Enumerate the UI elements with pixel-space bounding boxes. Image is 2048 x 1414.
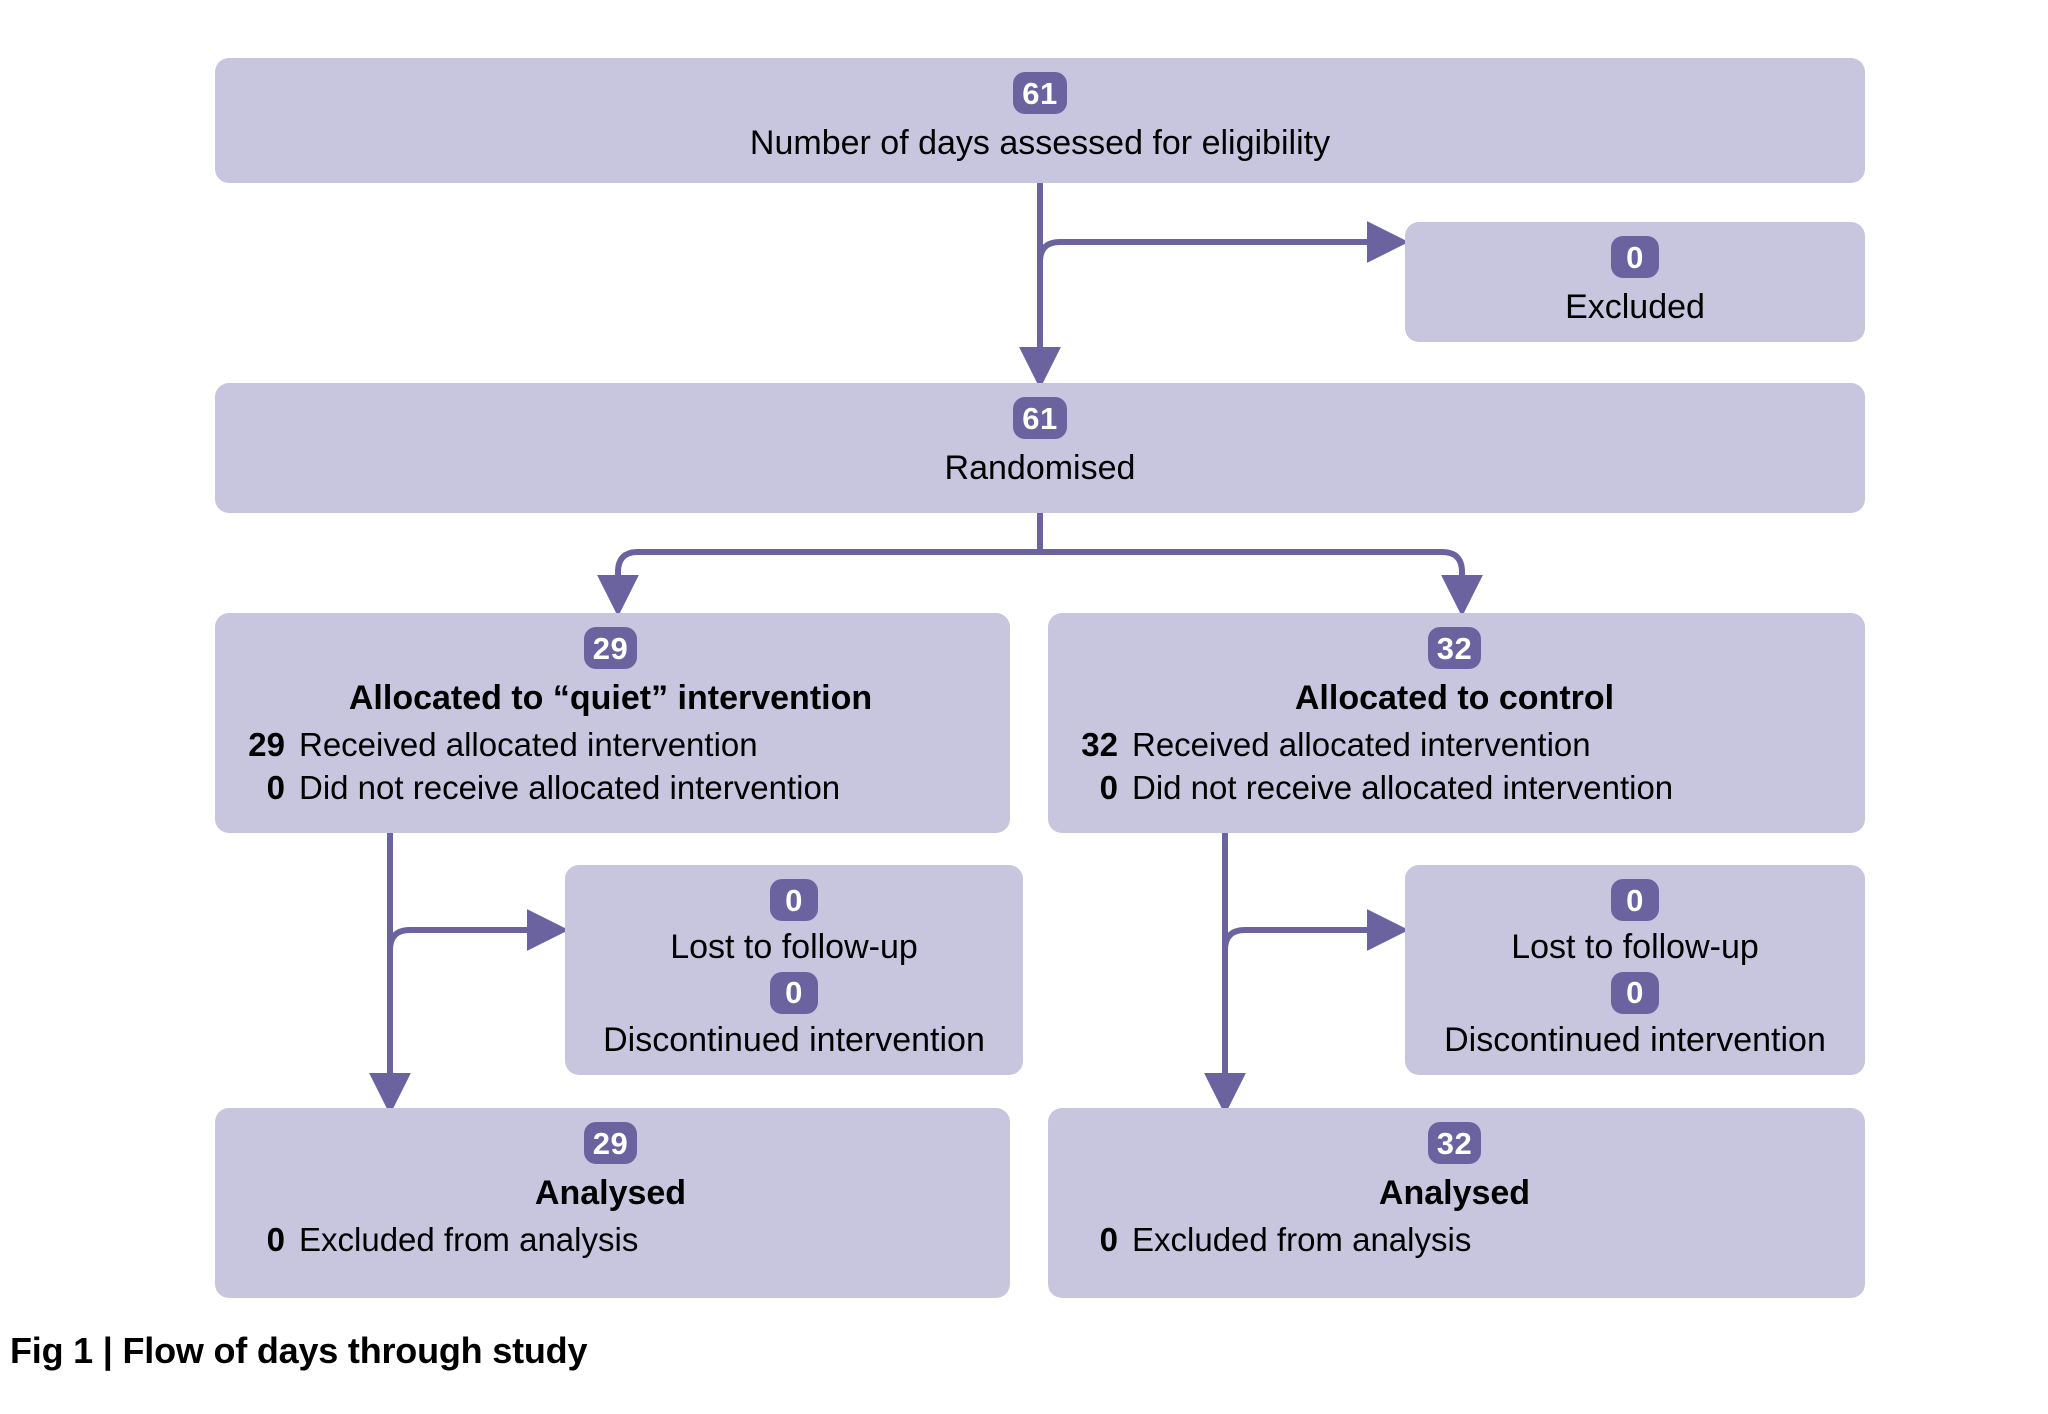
badge-wrap: 0 (1427, 236, 1843, 278)
node-title: Allocated to “quiet” intervention (348, 679, 873, 717)
badge-wrap: 32 (1066, 1122, 1843, 1164)
detail-row: 0 Did not receive allocated intervention (1066, 767, 1674, 810)
detail-row: 29 Received allocated intervention (233, 724, 758, 767)
detail-count: 32 (1081, 726, 1118, 764)
node-title: Randomised (944, 449, 1136, 487)
followup-label: Lost to follow-up (670, 928, 918, 966)
detail-list: 32 Received allocated intervention 0 Did… (1066, 724, 1843, 810)
node-assessed-for-eligibility: 61 Number of days assessed for eligibili… (215, 58, 1865, 183)
node-title: Allocated to control (1294, 679, 1615, 717)
detail-label: Excluded from analysis (299, 1221, 639, 1259)
followup-label: Lost to follow-up (1511, 928, 1759, 966)
badge-wrap: 32 (1066, 627, 1843, 669)
node-title: Analysed (534, 1174, 687, 1212)
node-randomised: 61 Randomised (215, 383, 1865, 513)
node-title: Excluded (1565, 288, 1705, 326)
detail-row: 32 Received allocated intervention (1066, 724, 1591, 767)
count-badge: 32 (1427, 1122, 1482, 1164)
node-title: Number of days assessed for eligibility (749, 124, 1331, 162)
node-followup-quiet: 0 Lost to follow-up 0 Discontinued inter… (565, 865, 1023, 1075)
figure-caption: Fig 1 | Flow of days through study (10, 1330, 588, 1371)
count-badge: 0 (1611, 236, 1659, 278)
connector-alloc-left-to-followup (387, 909, 569, 951)
connector-randomised-split (597, 513, 1483, 617)
followup-label: Discontinued intervention (1444, 1020, 1826, 1059)
node-analysed-quiet: 29 Analysed 0 Excluded from analysis (215, 1108, 1010, 1298)
node-title: Analysed (1378, 1174, 1531, 1212)
followup-pair: 0 Discontinued intervention (587, 971, 1001, 1061)
node-allocated-control: 32 Allocated to control 32 Received allo… (1048, 613, 1865, 833)
followup-pair: 0 Lost to follow-up (1427, 879, 1843, 968)
connector-alloc-right-to-followup (1222, 909, 1409, 951)
count-badge: 29 (583, 1122, 638, 1164)
detail-label: Received allocated intervention (299, 726, 758, 764)
badge-wrap: 29 (233, 1122, 988, 1164)
detail-count: 0 (266, 769, 285, 806)
count-badge: 0 (1611, 971, 1659, 1014)
badge-wrap: 29 (233, 627, 988, 669)
followup-label: Discontinued intervention (603, 1020, 985, 1059)
followup-pair: 0 Discontinued intervention (1427, 971, 1843, 1061)
badge-wrap: 61 (237, 72, 1843, 114)
detail-count: 0 (266, 1221, 285, 1259)
detail-label: Received allocated intervention (1132, 726, 1591, 764)
detail-label: Did not receive allocated intervention (299, 769, 841, 806)
count-badge: 0 (770, 971, 818, 1014)
detail-list: 0 Excluded from analysis (1066, 1219, 1843, 1262)
node-analysed-control: 32 Analysed 0 Excluded from analysis (1048, 1108, 1865, 1298)
count-badge: 29 (583, 627, 638, 669)
count-badge: 61 (1013, 72, 1067, 114)
connector-eligibility-to-excluded (1037, 221, 1409, 263)
detail-count: 0 (1099, 1221, 1118, 1259)
detail-list: 29 Received allocated intervention 0 Did… (233, 724, 988, 810)
detail-label: Excluded from analysis (1132, 1221, 1472, 1259)
count-badge: 0 (1611, 879, 1659, 921)
followup-pair: 0 Lost to follow-up (587, 879, 1001, 968)
detail-row: 0 Excluded from analysis (1066, 1219, 1472, 1262)
detail-count: 29 (248, 726, 285, 764)
count-badge: 61 (1013, 397, 1067, 439)
node-followup-control: 0 Lost to follow-up 0 Discontinued inter… (1405, 865, 1865, 1075)
detail-row: 0 Excluded from analysis (233, 1219, 639, 1262)
detail-label: Did not receive allocated intervention (1132, 769, 1674, 806)
detail-list: 0 Excluded from analysis (233, 1219, 988, 1262)
node-excluded: 0 Excluded (1405, 222, 1865, 342)
node-allocated-quiet-intervention: 29 Allocated to “quiet” intervention 29 … (215, 613, 1010, 833)
detail-count: 0 (1099, 769, 1118, 806)
count-badge: 32 (1427, 627, 1482, 669)
count-badge: 0 (770, 879, 818, 921)
badge-wrap: 61 (237, 397, 1843, 439)
detail-row: 0 Did not receive allocated intervention (233, 767, 841, 810)
